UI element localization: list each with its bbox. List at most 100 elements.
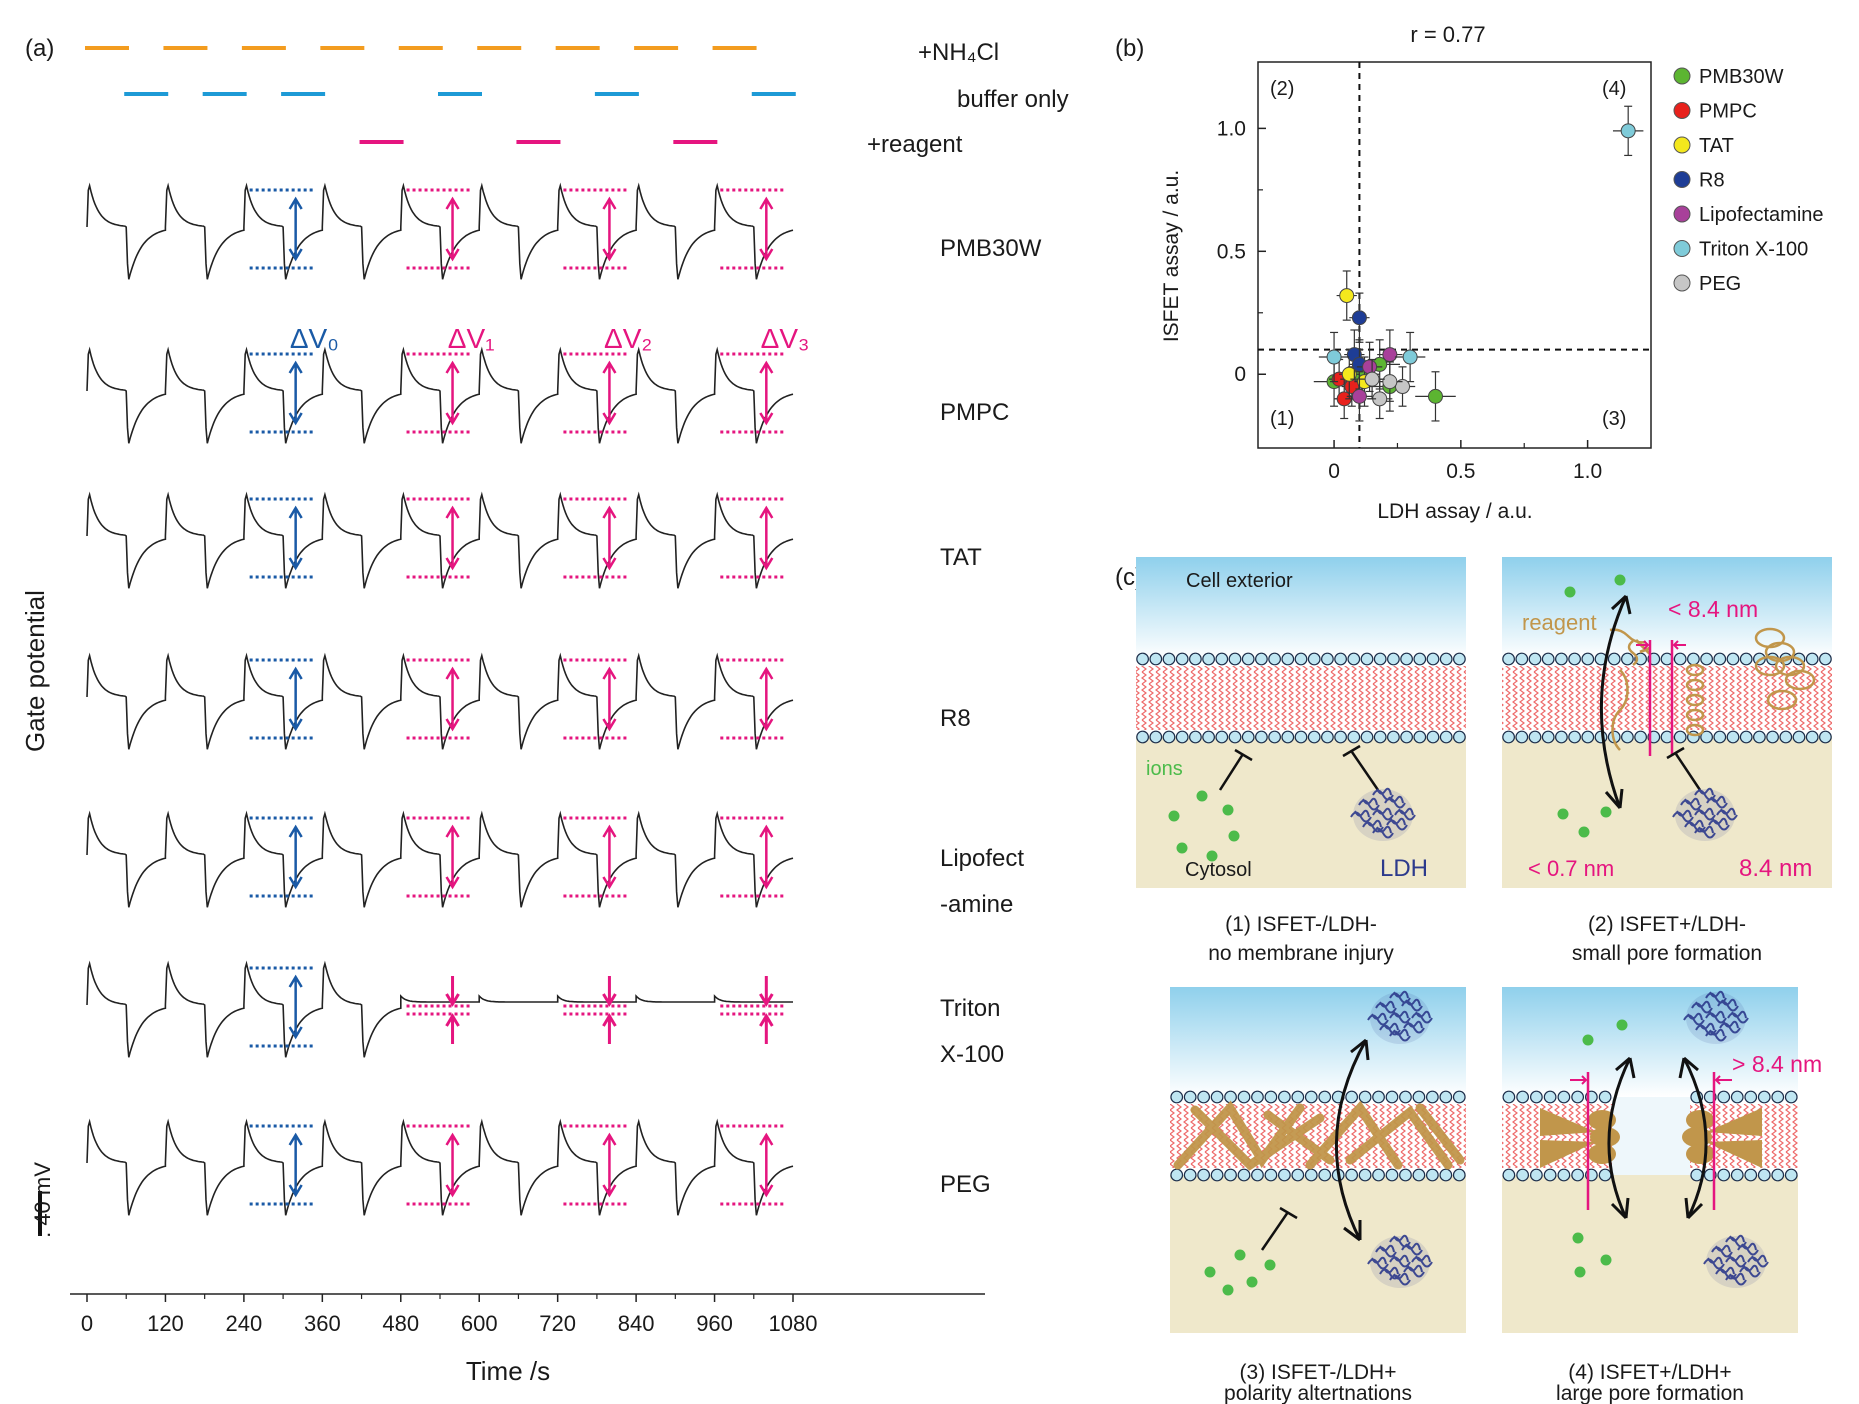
lipid-head (1291, 1090, 1305, 1104)
lipid-head (1805, 652, 1819, 666)
ldh-body (1370, 1236, 1430, 1288)
lipid-head (1568, 730, 1581, 744)
lipid-head (1202, 730, 1215, 744)
dv-arrow (288, 974, 303, 1040)
caption-3-line2: polarity altertnations (1224, 1382, 1412, 1404)
row-label: R8 (940, 705, 971, 732)
lipid-head (1717, 1168, 1731, 1182)
lipid-head (1502, 730, 1515, 744)
scenario-1-no-injury: Cell exterior Cytosol ions LDH (1) ISFET… (1136, 557, 1466, 965)
lipid-head (1291, 1168, 1305, 1182)
caption-1-line1: (1) ISFET-/LDH- (1225, 913, 1377, 936)
lipid-head (1528, 730, 1542, 744)
dv-arrow (602, 1132, 617, 1198)
ldh-crossing-arrow (1334, 1039, 1368, 1241)
dv-label: ΔV₀ (290, 323, 339, 354)
lipid-head (1385, 1090, 1399, 1104)
lipid-head (1529, 1090, 1543, 1104)
lipid-head (1598, 1090, 1612, 1104)
series-peg (1359, 358, 1416, 420)
panel-b-label: (b) (1115, 35, 1144, 62)
reagent-helices (1609, 627, 1816, 751)
scenario-2-small-pore: reagent < 8.4 nm < 0.7 nm 8.4 nm (2) ISF… (1502, 557, 1832, 965)
lipid-head (1400, 652, 1413, 666)
lipid-head (1581, 652, 1595, 666)
dv-arrow (759, 505, 774, 571)
lipid-head (1739, 652, 1753, 666)
lipid-head (1541, 730, 1555, 744)
lipid-head (1254, 730, 1268, 744)
dv-arrow (759, 1132, 774, 1198)
legend-label: PMB30W (1699, 66, 1784, 88)
exterior-label: Cell exterior (1186, 570, 1293, 592)
lipid-head (1237, 1168, 1251, 1182)
lipid-head (1744, 1168, 1758, 1182)
lipid-head (1700, 652, 1713, 666)
scenario-4-large-pore: > 8.4 nm (4) ISFET+/LDH+ large pore form… (1502, 987, 1822, 1404)
lipid-head (1360, 730, 1374, 744)
lipid-head (1170, 1168, 1184, 1182)
row-label: PMB30W (940, 235, 1042, 262)
lipid-bilayer (1136, 652, 1466, 744)
lipid-head (1251, 1168, 1264, 1182)
panel-b: (b) r = 0.77 000.50.51.01.0 (1) (2) (3) … (1115, 22, 1824, 523)
dv-collapse-arrow (759, 976, 774, 1007)
row-label: TAT (940, 544, 982, 571)
dv-arrow (602, 824, 617, 890)
lipid-head (1818, 652, 1832, 666)
x-axis-label: Time /s (466, 1356, 550, 1386)
x-tick-label: 0.5 (1446, 460, 1475, 483)
data-point (1620, 123, 1636, 139)
lipid-head (1241, 652, 1255, 666)
gate-potential-trace (86, 960, 793, 1058)
blocked-ldh-arrow (1674, 753, 1702, 791)
lipid-head (1294, 652, 1308, 666)
lipid-head (1304, 1090, 1318, 1104)
row-label-line2: X-100 (940, 1041, 1004, 1068)
lipid-head (1358, 1168, 1372, 1182)
lipid-head (1757, 1090, 1771, 1104)
lipid-head (1426, 652, 1440, 666)
plot-frame (1257, 61, 1652, 449)
x-tick-label: 0 (81, 1311, 93, 1336)
chart-xlabel: LDH assay / a.u. (1377, 500, 1532, 523)
legend-marker (1673, 240, 1691, 257)
dv-arrow (288, 824, 303, 890)
protocol-nh4cl-label: +NH₄Cl (918, 39, 999, 66)
quadrant-label-3: (3) (1602, 408, 1626, 430)
lipid-head (1373, 730, 1387, 744)
lipid-head (1254, 652, 1268, 666)
lipid-head (1162, 652, 1176, 666)
lipid-head (1598, 1168, 1612, 1182)
lipid-head (1136, 652, 1149, 666)
lipid-head (1413, 730, 1427, 744)
caption-3-line1: (3) ISFET-/LDH+ (1240, 1361, 1397, 1384)
lipid-head (1529, 1168, 1543, 1182)
traces (86, 182, 794, 1216)
lipid-head (1334, 652, 1347, 666)
lipid-head (1554, 730, 1568, 744)
lipid-head (1730, 1168, 1744, 1182)
lipid-head (1412, 1090, 1426, 1104)
trace-row (86, 652, 794, 750)
gate-potential-trace (86, 491, 794, 589)
lipid-head (1452, 730, 1466, 744)
lipid-head (1502, 1168, 1516, 1182)
lipid-head (1373, 652, 1387, 666)
lipid-head (1215, 652, 1229, 666)
legend-label: Triton X-100 (1699, 239, 1808, 261)
lipid-head (1170, 1090, 1184, 1104)
blocked-ldh-arrow (1350, 751, 1380, 791)
lipid-head (1757, 1168, 1771, 1182)
dv-arrow (288, 196, 303, 262)
data-point (1339, 288, 1355, 304)
dv-label: ΔV₃ (761, 323, 810, 354)
lipid-head (1400, 730, 1413, 744)
lipid-head (1136, 730, 1149, 744)
lipid-tails (1502, 666, 1832, 730)
gate-potential-trace (86, 652, 794, 750)
ldh-protein-icon (1703, 1234, 1769, 1288)
dv-arrow (759, 360, 774, 426)
lipid-head (1241, 730, 1255, 744)
